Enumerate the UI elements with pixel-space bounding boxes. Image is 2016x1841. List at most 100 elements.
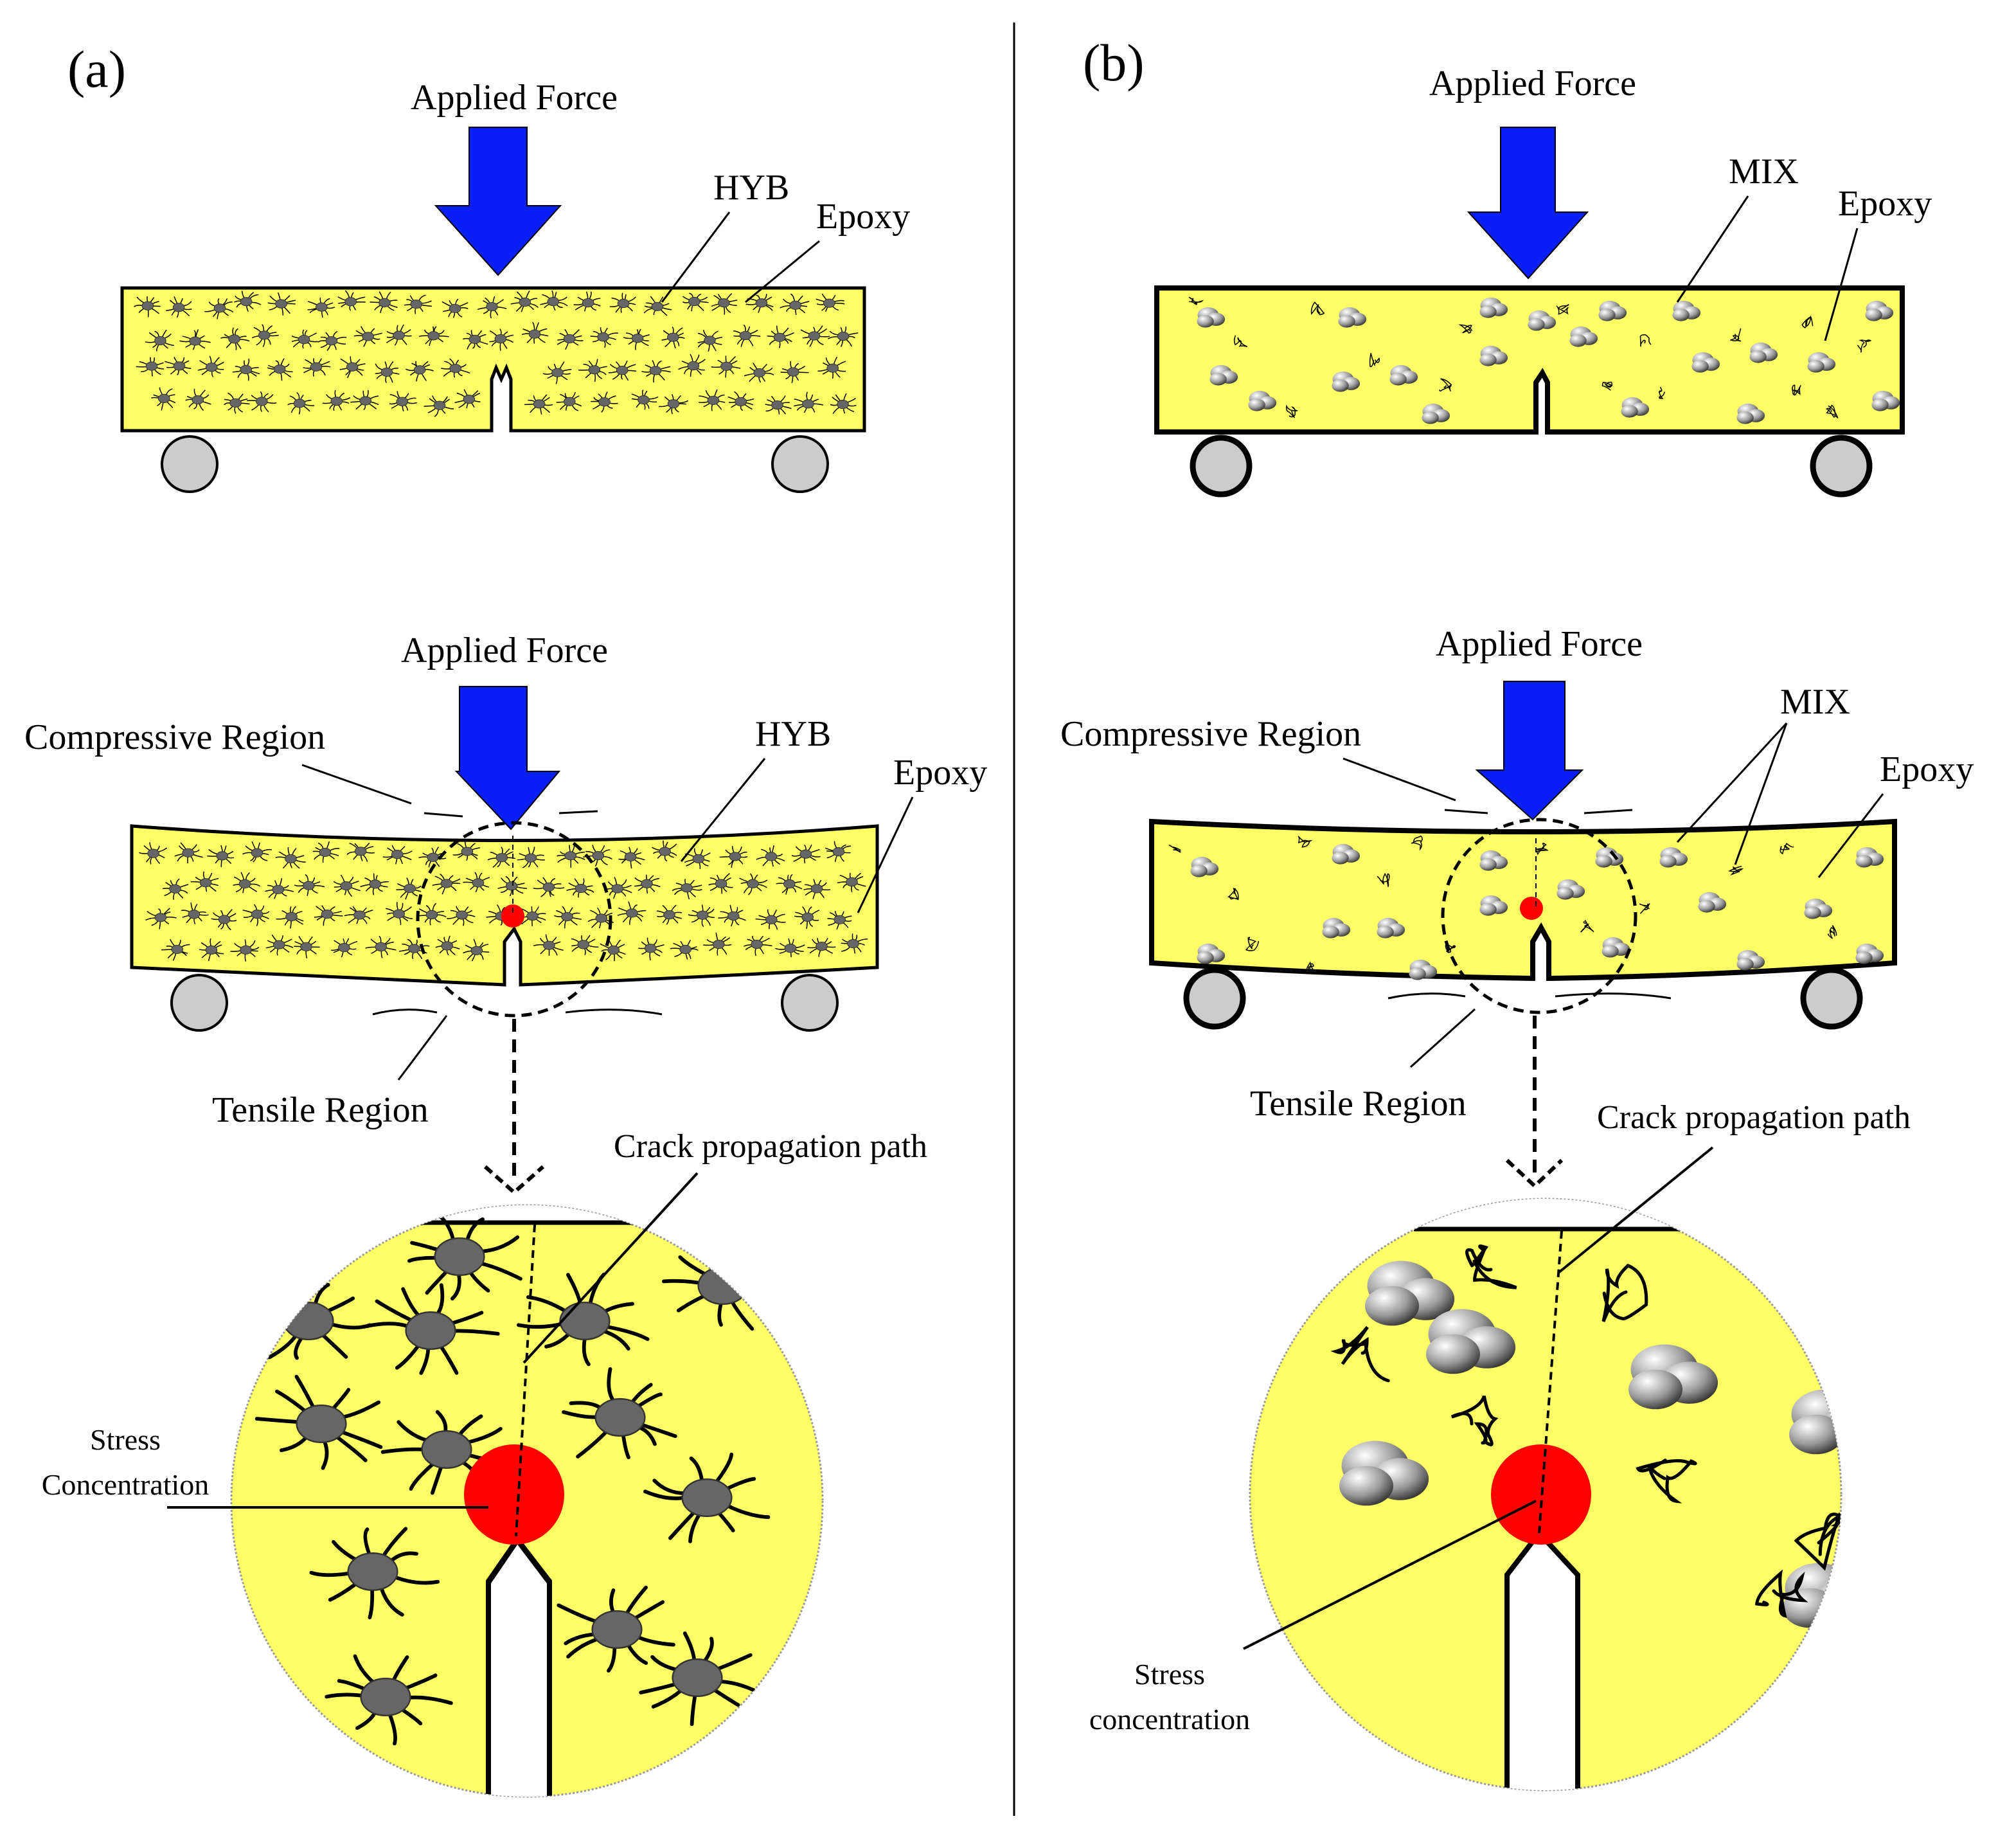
hyb-particle <box>825 841 852 862</box>
hyb-particle <box>556 391 582 411</box>
hyb-particle <box>776 874 803 895</box>
hyb-particle <box>370 291 398 314</box>
mix-particle-rock <box>1338 307 1367 328</box>
hyb-particle <box>242 841 272 863</box>
hyb-particle <box>353 326 382 347</box>
hyb-particles-magnified <box>244 1214 786 1746</box>
hyb-particle <box>136 357 165 377</box>
mix-label: MIX <box>1729 152 1799 192</box>
mix-leader-1 <box>1676 722 1788 843</box>
mix-label: MIX <box>1780 682 1850 722</box>
mix-particle-rock <box>1621 397 1650 418</box>
mix-particle-rock <box>1422 403 1450 424</box>
hyb-particle <box>275 847 306 869</box>
hyb-particle <box>609 292 636 313</box>
support-right <box>1800 967 1863 1030</box>
hyb-particle <box>267 292 296 316</box>
hyb-particle <box>661 327 685 349</box>
mix-particle-rock <box>1736 403 1765 424</box>
mix-particle-fiber <box>1450 1395 1499 1446</box>
hyb-particle <box>344 906 373 924</box>
mix-particle-fiber <box>1780 843 1794 855</box>
hyb-particle <box>573 291 601 312</box>
mix-particle-fiber <box>1411 835 1423 851</box>
mix-particle-rock <box>1190 856 1219 877</box>
hyb-particle <box>230 939 260 962</box>
mix-particle-fiber <box>1439 378 1452 392</box>
mix-particle-rock <box>1479 850 1508 871</box>
hyb-particle <box>199 938 224 962</box>
mix-particle-rock <box>1698 892 1727 913</box>
mix-particle-rock <box>1783 1563 1841 1628</box>
hyb-particle <box>733 325 761 347</box>
hyb-particle <box>174 842 203 864</box>
hyb-particle <box>339 356 366 379</box>
hyb-particle <box>638 937 665 961</box>
hyb-particle <box>517 847 545 868</box>
hyb-particle <box>365 935 397 958</box>
tensile-arrow-left <box>1387 992 1466 1000</box>
hyb-particle <box>489 328 514 351</box>
mix-particle-rock <box>1479 297 1508 318</box>
mix-particle-rock <box>1871 390 1900 411</box>
support-left <box>1183 967 1246 1030</box>
hyb-particle <box>265 935 294 956</box>
epoxy-label: Epoxy <box>816 197 910 237</box>
mix-particle-rock <box>1248 390 1277 411</box>
mix-particle-fiber <box>1168 845 1181 853</box>
hyb-particle <box>708 873 733 894</box>
hyb-particle <box>246 391 277 413</box>
mix-particle-rock <box>1557 879 1585 900</box>
hyb-particle <box>719 846 748 868</box>
mix-leader-2 <box>1734 723 1788 865</box>
mix-particle-fiber <box>1369 353 1380 368</box>
compressive-arrow-right <box>558 810 598 814</box>
hyb-particle <box>533 877 565 897</box>
hyb-particle <box>718 904 746 927</box>
crack-leader <box>1557 1146 1714 1274</box>
hyb-particle <box>557 1585 675 1673</box>
hyb-particles <box>139 840 868 962</box>
hyb-particle <box>562 1367 677 1459</box>
support-left <box>1190 435 1253 498</box>
tensile-leader <box>1409 1008 1476 1068</box>
hyb-particle <box>242 904 270 926</box>
hyb-particle <box>711 355 741 378</box>
compressive-region-label: Compressive Region <box>1060 714 1361 754</box>
epoxy-label: Epoxy <box>1880 750 1974 789</box>
compressive-arrow-left <box>1444 809 1488 814</box>
mix-particle-rock <box>1409 959 1438 980</box>
stress-concentration-dot <box>1520 897 1543 920</box>
mix-particle-rock <box>1789 1389 1841 1455</box>
stress-label-line2: concentration <box>1089 1703 1250 1736</box>
hyb-particle <box>287 392 315 415</box>
bent-beam <box>1149 818 1897 982</box>
hyb-particle <box>756 845 785 867</box>
hyb-particle <box>396 877 422 900</box>
panel-a-zoom-view: Stress Concentration <box>42 1172 824 1798</box>
hyb-particle <box>688 904 715 927</box>
mix-particle-rock <box>1865 300 1894 321</box>
hyb-particle <box>643 1452 771 1543</box>
hyb-particle <box>294 936 320 958</box>
mix-particle-fiber <box>1658 387 1665 399</box>
hyb-particle <box>557 329 584 350</box>
hyb-particle <box>333 874 361 897</box>
mix-particle-rock <box>1332 371 1360 392</box>
panel-a-bottom-diagram: Applied Force Compressive Region HYB Epo… <box>24 631 987 1196</box>
mix-particle-fiber <box>1601 1263 1648 1322</box>
hyb-particle <box>185 388 211 411</box>
tensile-leader <box>397 1015 448 1081</box>
mix-particle-rock <box>1855 943 1884 964</box>
applied-force-label: Applied Force <box>411 78 618 118</box>
hyb-particle <box>447 906 476 926</box>
hyb-particle <box>407 1214 522 1301</box>
hyb-particle <box>166 296 192 318</box>
hyb-particle <box>739 873 768 895</box>
hyb-particle <box>521 321 549 344</box>
tensile-arrow-left <box>372 1009 438 1016</box>
mix-particle-rock <box>1365 1261 1455 1326</box>
hyb-particle <box>145 329 175 352</box>
